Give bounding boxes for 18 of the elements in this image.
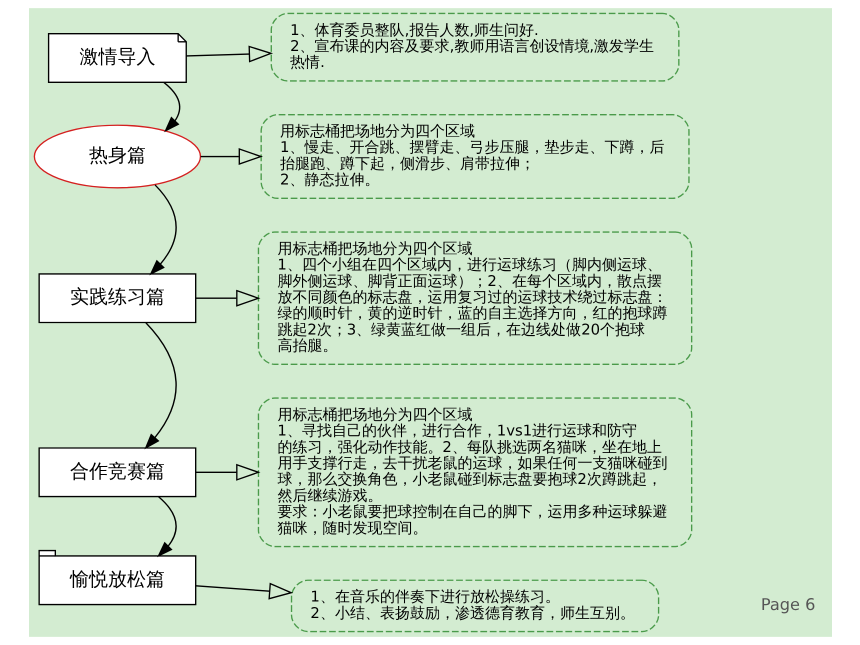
- arrow: [195, 290, 260, 307]
- arrow: [162, 82, 180, 132]
- node-box: 用标志桶把场地分为四个区域 1、慢走、开合跳、摆臂走、弓步压腿，垫步走、下蹲，后抬腿跑、蹲下起，侧滑步、肩带拉伸； 2、静态拉伸。: [260, 114, 690, 200]
- arrow: [195, 582, 293, 600]
- arrow: [200, 148, 262, 166]
- node-box: 1、体育委员整队,报告人数,师生问好. 2、宣布课的内容及要求,教师用语言创设情境,激发学生热情.: [270, 12, 679, 82]
- node-box: 用标志桶把场地分为四个区域 1、四个小组在四个区域内，进行运球练习（脚内侧运球、脚外侧运球、脚背正面运球）；2、在每个区域内，散点摆放不同颜色的标志盘，运用复习过的运球技术绕过标志盘：绿的顺时针，黄的逆时针，蓝的自主选择方向，红的抱球蹲跳起2次；3、绿黄蓝红做一组后，在边线处做20个抱球高抬腿。: [257, 231, 692, 365]
- node-box: 实践练习篇: [38, 273, 196, 324]
- arrow: [195, 464, 260, 481]
- node-box: 用标志桶把场地分为四个区域 1、寻找自己的伙伴，进行合作，1vs1进行运球和防守的练习，强化动作技能。2、每队挑选两名猫咪，坐在地上用手支撑行走，去干扰老鼠的运球，如果任何一支猫咪碰到球，那么交换角色，小老鼠碰到标志盘要抱球2次蹲跳起，然后继续游戏。 要求：小老鼠要把球控制在自己的脚下，运用多种运球躲避猫咪，随时发现空间。: [257, 397, 692, 548]
- arrow: [144, 322, 176, 450]
- node-box: 1、在音乐的伴奏下进行放松操练习。 2、小结、表扬鼓励，渗透德育教育，师生互别。: [290, 580, 659, 632]
- arrow: [148, 184, 176, 276]
- node-box: 合作竞赛篇: [38, 447, 196, 498]
- node-ellipse: 热身篇: [33, 124, 201, 188]
- arrow: [186, 46, 273, 63]
- arrow: [156, 496, 176, 558]
- label: Page 6: [760, 595, 815, 614]
